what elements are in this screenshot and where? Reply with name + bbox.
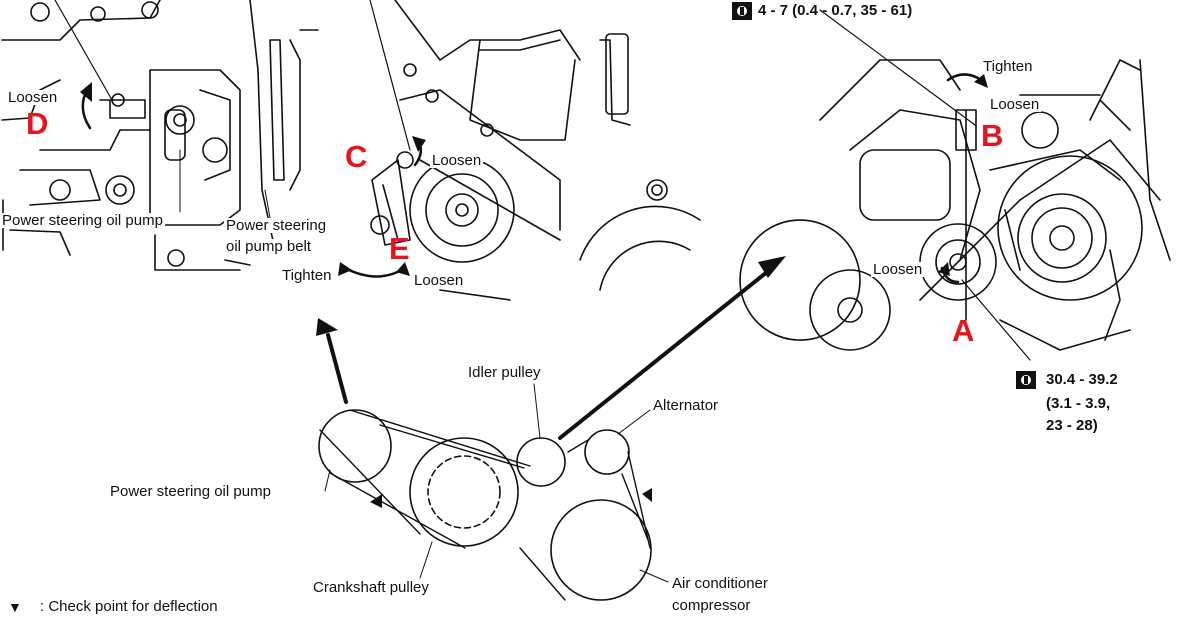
- point-c: C: [345, 139, 368, 174]
- deflection-mark-2: [642, 488, 652, 502]
- point-d: D: [26, 106, 49, 141]
- callout-arrows: [326, 266, 774, 440]
- label-ps-pump-top: Power steering oil pump: [0, 212, 165, 229]
- label-ps-belt-line2: oil pump belt: [224, 238, 314, 255]
- torque-wrench-icon: [732, 2, 752, 20]
- tensioner-illustration: [369, 0, 701, 301]
- crankshaft-pulley-inner: [427, 455, 501, 529]
- ps-pump-pulley: [318, 409, 392, 483]
- point-e: E: [389, 231, 410, 266]
- crankshaft-pulley: [409, 437, 519, 547]
- loosen-label-e: Loosen: [412, 272, 466, 289]
- label-ac-line2: compressor: [672, 597, 751, 614]
- belt-routing-schematic: [318, 409, 652, 601]
- point-a: A: [952, 313, 975, 348]
- point-b: B: [981, 118, 1004, 153]
- label-ac-line1: Air conditioner: [672, 575, 768, 592]
- label-idler-pulley: Idler pulley: [468, 364, 541, 381]
- deflection-mark-1: [370, 494, 382, 508]
- legend-deflection-text: : Check point for deflection: [40, 598, 218, 615]
- loosen-label-b: Loosen: [988, 96, 1042, 113]
- label-alternator: Alternator: [653, 397, 719, 414]
- torque-spec-a-line2: (3.1 - 3.9,: [1046, 395, 1111, 412]
- torque-spec-top: 4 - 7 (0.4 - 0.7, 35 - 61): [758, 2, 913, 19]
- ac-compressor-pulley: [550, 499, 652, 601]
- tighten-label-e: Tighten: [280, 267, 334, 284]
- loosen-label-a: Loosen: [871, 261, 925, 278]
- alternator-pulley: [584, 429, 630, 475]
- idler-pulley: [516, 437, 566, 487]
- torque-spec-a-line1: 30.4 - 39.2: [1046, 371, 1118, 388]
- label-ps-pump-bottom: Power steering oil pump: [110, 483, 271, 500]
- label-crankshaft-pulley: Crankshaft pulley: [313, 579, 429, 596]
- belt-path: [319, 409, 651, 601]
- tighten-label-b: Tighten: [981, 58, 1035, 75]
- loosen-label-c: Loosen: [430, 152, 484, 169]
- rotation-arrows: [81, 73, 980, 284]
- torque-spec-a-line3: 23 - 28): [1046, 417, 1098, 434]
- loosen-label-d: Loosen: [6, 89, 60, 106]
- alternator-illustration: [739, 9, 1171, 361]
- leader-lines: [179, 149, 669, 583]
- torque-wrench-icon: [1016, 371, 1036, 389]
- legend-deflection-symbol: ▼: [8, 599, 22, 615]
- label-ps-belt-line1: Power steering: [224, 217, 329, 234]
